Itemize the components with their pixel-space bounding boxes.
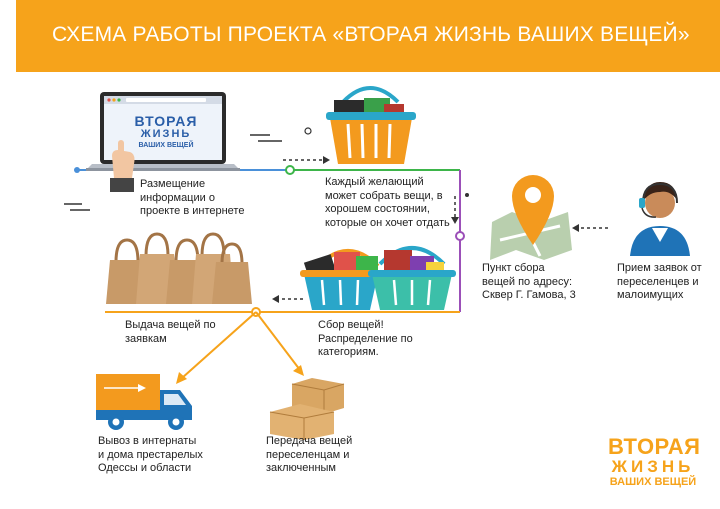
laptop-logo-line3: ВАШИХ ВЕЩЕЙ <box>138 142 194 149</box>
full-basket-icon <box>300 246 456 310</box>
basket-icon <box>326 86 416 164</box>
brand-line3: ВАШИХ ВЕЩЕЙ <box>609 476 697 488</box>
connector-node-purple <box>455 231 465 241</box>
truck-icon <box>96 374 192 430</box>
page-title: СХЕМА РАБОТЫ ПРОЕКТА «ВТОРАЯ ЖИЗНЬ ВАШИХ… <box>52 23 690 46</box>
brand-logo: ВТОРАЯ ЖИЗНЬ ВАШИХ ВЕЩЕЙ <box>608 434 701 489</box>
header-banner: СХЕМА РАБОТЫ ПРОЕКТА «ВТОРАЯ ЖИЗНЬ ВАШИХ… <box>16 0 720 72</box>
branch-truck <box>181 311 257 379</box>
connector-node-green <box>285 165 295 175</box>
hand-icon <box>110 140 135 192</box>
operator-icon <box>630 182 690 256</box>
brand-line2: ЖИЗНЬ <box>611 457 695 476</box>
laptop-screen-logo: ВТОРАЯ ЖИЗНЬ ВАШИХ ВЕЩЕЙ <box>118 114 214 150</box>
boxes-icon <box>269 378 345 440</box>
laptop-logo-line1: ВТОРАЯ <box>134 113 198 129</box>
shopping-bags-icon <box>106 232 252 304</box>
connector-start-dot <box>74 167 80 173</box>
branch-boxes <box>255 311 301 371</box>
arrowhead-truck <box>176 372 187 384</box>
brand-line1: ВТОРАЯ <box>608 434 701 459</box>
laptop-logo-line2: ЖИЗНЬ <box>140 128 192 140</box>
arrowhead-boxes <box>293 365 304 376</box>
map-pin-icon <box>490 175 572 260</box>
